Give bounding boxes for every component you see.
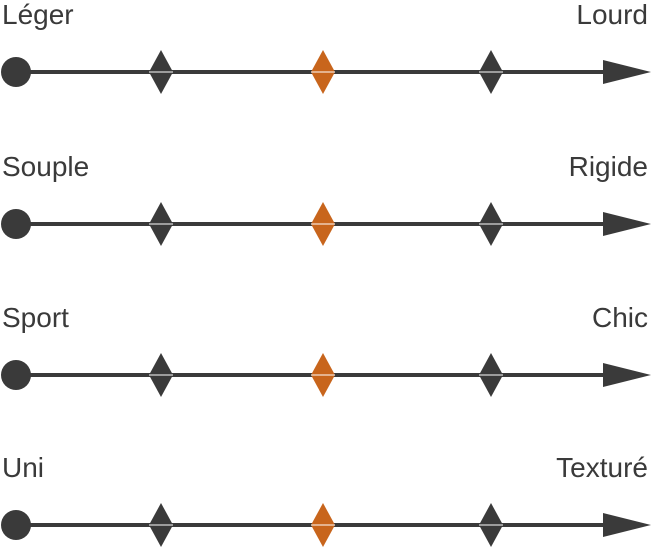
start-dot-icon [1, 209, 31, 239]
scale-axis [1, 202, 651, 246]
arrow-head-icon [603, 513, 651, 537]
scale-row: Souple Rigide [0, 151, 651, 252]
scale-row: Uni Texturé [0, 452, 651, 553]
scale-axis [1, 353, 651, 397]
arrow-head-icon [603, 363, 651, 387]
scale-row: Léger Lourd [0, 0, 651, 100]
scale-right-label: Texturé [556, 452, 648, 483]
start-dot-icon [1, 510, 31, 540]
arrow-head-icon [603, 60, 651, 84]
scale-right-label: Rigide [568, 151, 648, 182]
scale-row: Sport Chic [0, 302, 651, 403]
scale-right-label: Chic [591, 302, 648, 333]
scale-axis [1, 50, 651, 94]
start-dot-icon [1, 360, 31, 390]
scale-left-label: Souple [2, 151, 90, 182]
scale-axis [1, 503, 651, 547]
scale-left-label: Uni [2, 452, 45, 483]
scale-right-label: Lourd [576, 0, 648, 30]
start-dot-icon [1, 57, 31, 87]
scale-left-label: Sport [2, 302, 69, 333]
scale-left-label: Léger [2, 0, 74, 30]
arrow-head-icon [603, 212, 651, 236]
